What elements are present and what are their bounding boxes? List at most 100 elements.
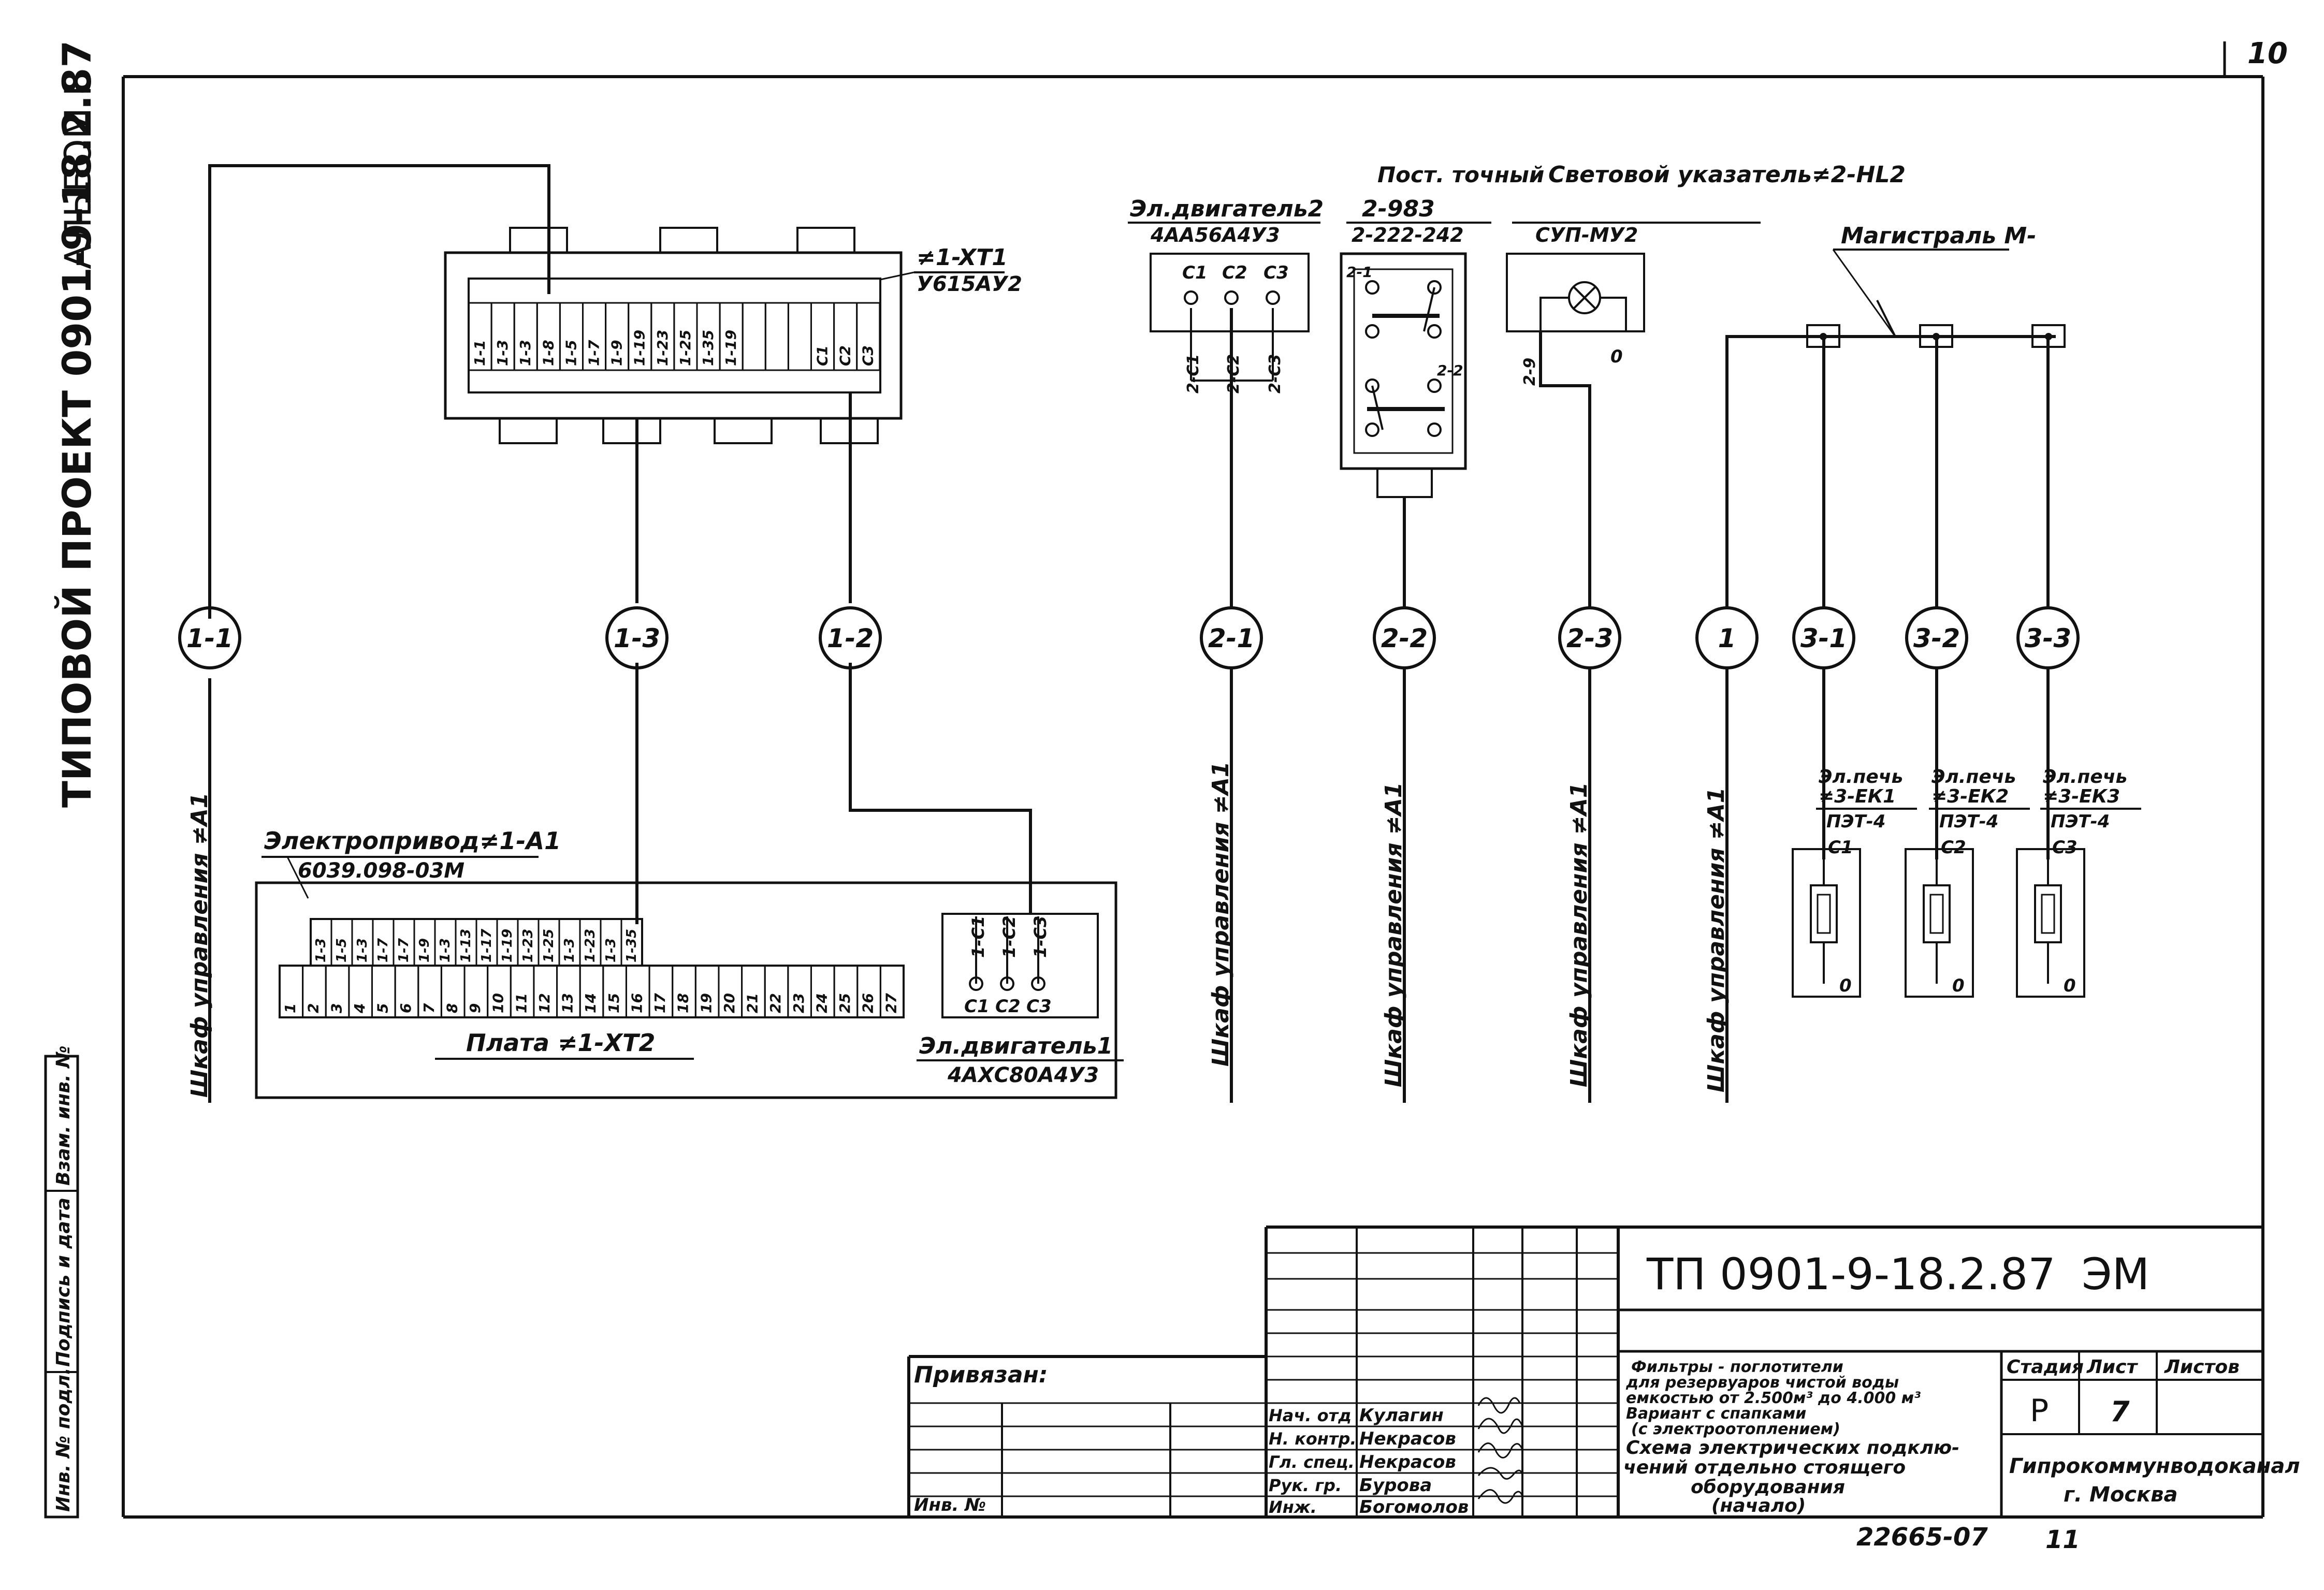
plate-wire-label: 1-7 bbox=[396, 938, 412, 962]
motor2-wire-2: 2-С2 bbox=[1225, 354, 1243, 393]
cable-circle bbox=[819, 606, 882, 669]
motor2-type: 4АА56А4У3 bbox=[1150, 224, 1280, 246]
plate-cell-label: 14 bbox=[582, 993, 599, 1013]
plate-cell-label: 18 bbox=[675, 993, 692, 1013]
title-code: ТП 0901-9-18.2.87 bbox=[1646, 1249, 2056, 1300]
title-person: Кулагин bbox=[1359, 1405, 1444, 1426]
plate-cell-label: 22 bbox=[767, 993, 784, 1013]
plate-cell-label: 17 bbox=[651, 993, 669, 1013]
cable-circle bbox=[1558, 606, 1621, 669]
xt1-cell-label: 1-19 bbox=[631, 330, 648, 366]
desc-line-6: Схема электрических подклю- bbox=[1626, 1437, 1959, 1458]
plate-wire-label: 1-3 bbox=[438, 938, 453, 962]
heater-box bbox=[2016, 848, 2085, 998]
side-project: ТИПОВОЙ ПРОЕКТ 0901-9-18.2.87 bbox=[54, 40, 100, 808]
xt1-cell-label: 1-3 bbox=[494, 340, 511, 366]
plate-cell-label: 4 bbox=[351, 1003, 368, 1014]
mains-name: Магистраль М- bbox=[1841, 223, 2036, 249]
desc-line-9: (начало) bbox=[1711, 1495, 1806, 1516]
title-role: Нач. отд bbox=[1269, 1406, 1352, 1425]
plate-cell-label: 9 bbox=[467, 1003, 484, 1013]
plate-cell-label: 13 bbox=[559, 993, 576, 1013]
stamp-inv: Инв. № подл. bbox=[53, 1367, 74, 1512]
light-name: Световой указатель≠2-HL2 bbox=[1548, 162, 1906, 188]
plate-cell-label: 10 bbox=[490, 993, 507, 1013]
cable-circle bbox=[1200, 606, 1263, 669]
xt1-cell-label: 1-9 bbox=[608, 340, 626, 366]
xt1-cell-label: 1-35 bbox=[700, 330, 717, 366]
motor1-term-2: С2 bbox=[995, 996, 1021, 1017]
motor1-wire-2: 1-С2 bbox=[999, 916, 1019, 958]
mains-clamps bbox=[1806, 324, 2066, 348]
org-1: Гипрокоммунводоканал bbox=[2009, 1454, 2300, 1478]
desc-line-1: Фильтры - поглотители bbox=[1631, 1358, 1843, 1376]
xt1-cell-label: 1-25 bbox=[677, 330, 694, 366]
post-code: 2-983 bbox=[1362, 196, 1435, 222]
title-description: Фильтры - поглотители для резервуаров чи… bbox=[1623, 1358, 1959, 1516]
xt1-cell-label: 1-8 bbox=[540, 340, 557, 366]
plate-cell-label: 25 bbox=[836, 993, 853, 1013]
title-person: Некрасов bbox=[1359, 1452, 1456, 1472]
desc-line-8: оборудования bbox=[1691, 1477, 1845, 1498]
heater-id: ≠3-ЕК1 bbox=[1819, 786, 1896, 807]
post-type: 2-222-242 bbox=[1352, 224, 1464, 246]
cable-circle bbox=[178, 606, 241, 669]
plate-cell-label: 6 bbox=[397, 1003, 414, 1013]
plate-name: Плата ≠1-XT2 bbox=[466, 1029, 655, 1057]
cable-label: 2-3 bbox=[1566, 623, 1613, 653]
light-type: СУП-МУ2 bbox=[1535, 224, 1638, 246]
xt1-cell-label: 1-1 bbox=[471, 340, 488, 366]
plate-wire-label: 1-3 bbox=[313, 938, 329, 962]
motor1-wire-1: 1-С1 bbox=[968, 916, 988, 958]
xt1-cell-label: 1-19 bbox=[722, 330, 739, 366]
desc-line-2: для резервуаров чистой воды bbox=[1625, 1374, 1899, 1392]
cabinet-label-3: Шкаф управления ≠А1 bbox=[1381, 782, 1407, 1087]
motor1-type: 4АХС80А4У3 bbox=[947, 1063, 1099, 1087]
motor2-term-1: С1 bbox=[1182, 262, 1208, 283]
cabinet-label-1: Шкаф управления ≠А1 bbox=[186, 793, 213, 1098]
motor1-wire-3: 1-С3 bbox=[1030, 916, 1050, 958]
cable-label: 1-3 bbox=[614, 623, 660, 653]
cable-circle bbox=[1373, 606, 1436, 669]
title-role: Инж. bbox=[1269, 1497, 1317, 1517]
xt1-cell-label: 1-3 bbox=[517, 340, 534, 366]
plate-wire-label: 1-7 bbox=[375, 938, 391, 962]
plate-wire-label: 1-17 bbox=[479, 928, 495, 962]
motor2-box bbox=[1150, 253, 1310, 332]
plate-cell-label: 8 bbox=[443, 1003, 460, 1013]
cable-label: 1 bbox=[1718, 623, 1736, 653]
plate-cell-label: 27 bbox=[882, 993, 899, 1013]
title-mark: ЭМ bbox=[2082, 1249, 2149, 1300]
title-person: Некрасов bbox=[1359, 1428, 1456, 1449]
title-role: Гл. спец. bbox=[1269, 1452, 1355, 1472]
heater-name: Эл.печь bbox=[1931, 766, 2016, 787]
post-mark-2: 2-2 bbox=[1437, 362, 1463, 379]
post-mark-1: 2-1 bbox=[1346, 264, 1373, 281]
plate-wire-label: 1-23 bbox=[583, 929, 598, 962]
plate-wire-label: 1-19 bbox=[500, 929, 515, 962]
stamp-replace: Взам. инв. № bbox=[53, 1045, 74, 1186]
wires bbox=[208, 164, 2056, 1103]
heater-element-core bbox=[1929, 894, 1944, 934]
heater-element-core bbox=[2041, 894, 2055, 934]
desc-line-4: Вариант с спапками bbox=[1626, 1405, 1806, 1423]
heater-type: ПЭТ-4 bbox=[2051, 811, 2110, 832]
heater-term: С1 bbox=[1828, 837, 1853, 858]
xt1-cell-label: 1-5 bbox=[562, 340, 579, 366]
org-2: г. Москва bbox=[2064, 1483, 2177, 1507]
cabinet-label-5: Шкаф управления ≠А1 bbox=[1703, 787, 1730, 1092]
heater-type: ПЭТ-4 bbox=[1939, 811, 1998, 832]
light-terminal: 0 bbox=[1610, 346, 1623, 367]
motor1-name: Эл.двигатель1 bbox=[919, 1033, 1113, 1059]
plate-wire-label: 1-13 bbox=[458, 929, 474, 962]
desc-line-7: чений отдельно стоящего bbox=[1623, 1457, 1906, 1478]
title-person: Богомолов bbox=[1359, 1497, 1469, 1518]
motor2-term-2: С2 bbox=[1222, 262, 1247, 283]
footer-number: 22665-07 bbox=[1856, 1523, 1988, 1552]
h-sheets: Листов bbox=[2164, 1356, 2240, 1378]
title-role: Н. контр. bbox=[1269, 1429, 1357, 1449]
